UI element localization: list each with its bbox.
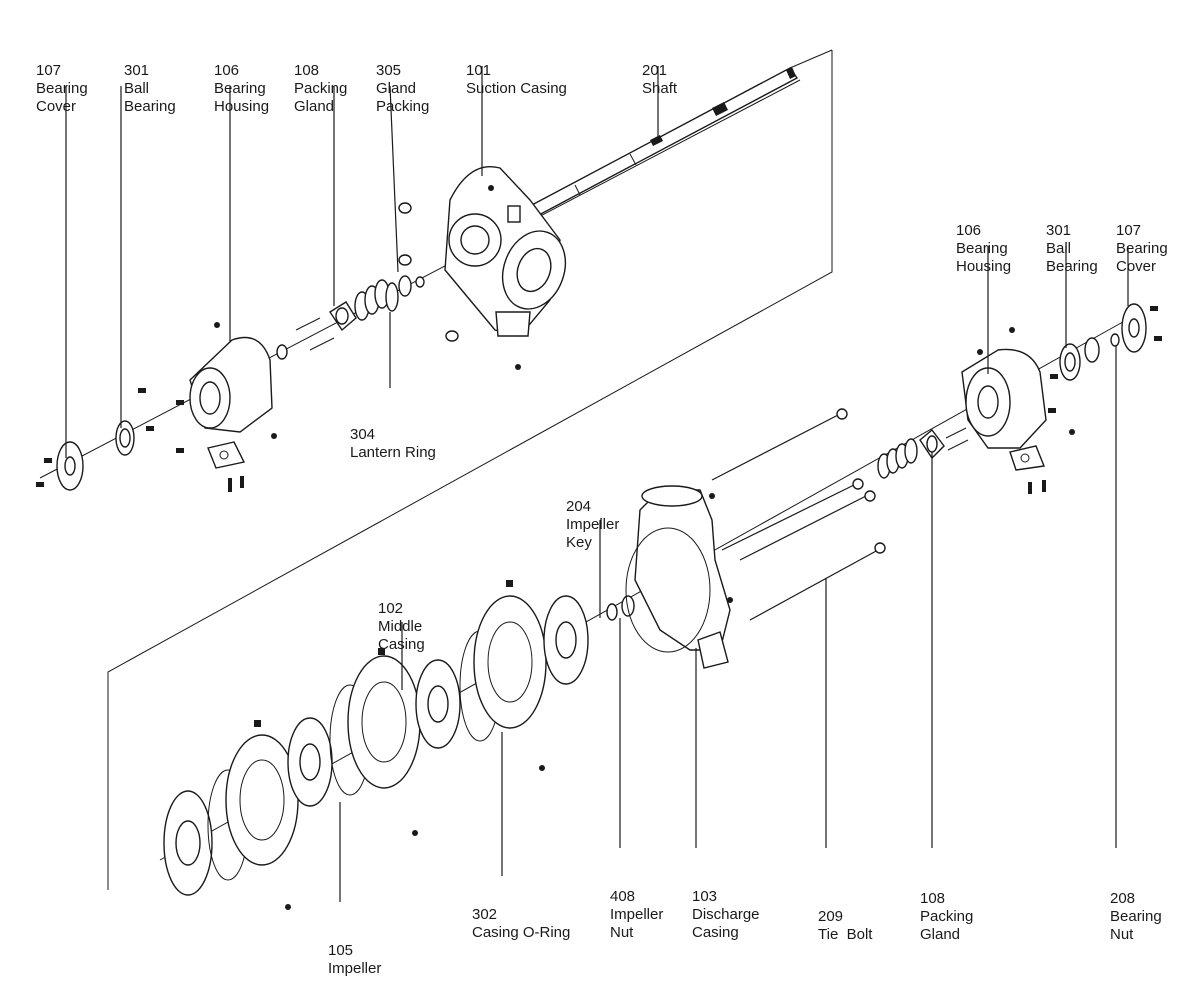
tie-bolts [711,408,886,621]
frame-divider [107,50,833,890]
packing-gland-lower [919,427,969,460]
gland-packing-upper [354,275,425,321]
bearing-cover-lower [1121,303,1162,353]
gland-packing-lower [877,438,918,479]
discharge-casing [625,485,733,669]
ball-bearing-upper [115,420,154,456]
packing-gland-upper [276,301,357,360]
suction-hardware [398,202,521,370]
leader-lines [65,66,1129,902]
diagram-drawing [36,49,1162,910]
ball-bearing-lower [1059,333,1120,381]
suction-casing [444,166,567,337]
bearing-housing-upper [138,322,277,492]
bearing-housing-lower [961,327,1075,494]
bearing-cover-upper [36,441,84,491]
